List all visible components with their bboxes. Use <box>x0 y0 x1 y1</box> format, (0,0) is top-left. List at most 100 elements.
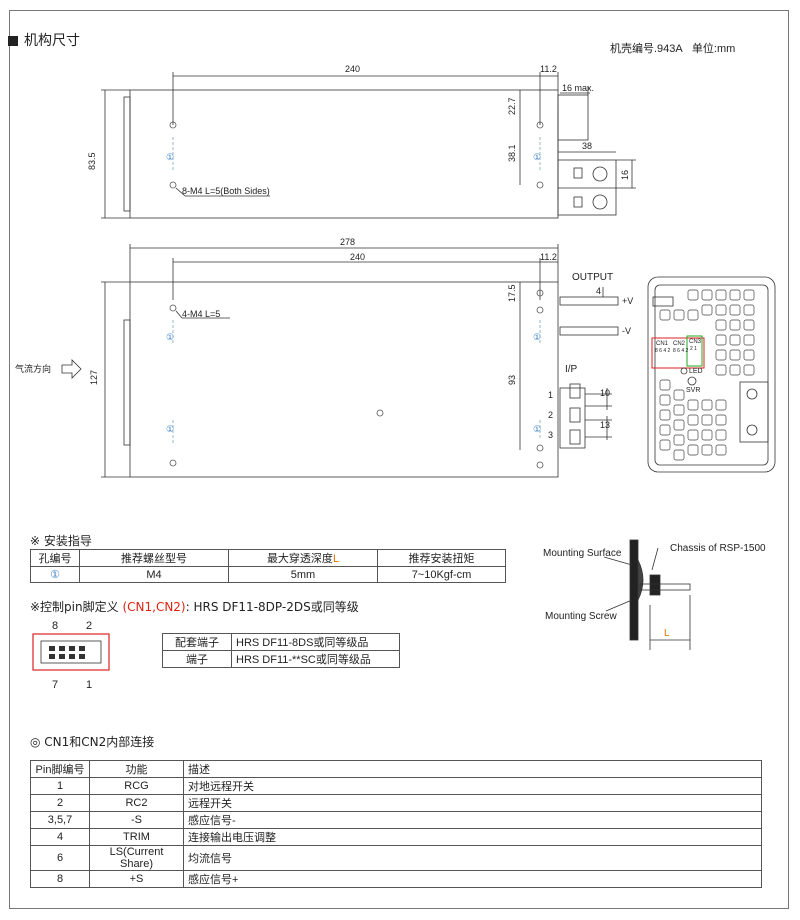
terminal-label: 端子 <box>162 650 232 668</box>
terminal-label: 配套端子 <box>162 633 232 651</box>
mount-cell-torque: 7~10Kgf-cm <box>377 566 506 583</box>
conn-header-desc: 描述 <box>183 760 762 778</box>
conn-cell-pin: 3,5,7 <box>30 811 90 829</box>
top-dim-11-2: 11.2 <box>540 64 557 74</box>
square-bullet-icon <box>8 36 18 46</box>
connection-title: ◎ CN1和CN2内部连接 <box>30 735 155 749</box>
mount-guide-title: ※ 安装指导 <box>30 534 92 548</box>
conn-cell-pin: 4 <box>30 828 90 846</box>
mount-header-screw: 推荐螺丝型号 <box>79 549 229 567</box>
conn-cell-function: LS(Current Share) <box>89 845 184 871</box>
mounting-screw-label: Mounting Screw <box>545 611 617 622</box>
bottom-hole-mark-2: ① <box>166 424 174 434</box>
mounting-surface-label: Mounting Surface <box>543 548 622 559</box>
bottom-dim-93: 93 <box>507 375 517 385</box>
led-label: LED <box>689 368 703 375</box>
conn-cell-pin: 1 <box>30 777 90 795</box>
ip-pin-3: 3 <box>548 430 553 440</box>
ip-pin-2: 2 <box>548 410 553 420</box>
bottom-dim-240: 240 <box>350 252 365 262</box>
conn-cell-pin: 6 <box>30 845 90 871</box>
mount-header-torque: 推荐安装扭矩 <box>377 549 506 567</box>
top-screw-note: 8-M4 L=5(Both Sides) <box>182 186 270 196</box>
connector-pin-7: 7 <box>52 679 58 691</box>
mount-cell-depth: 5mm <box>228 566 378 583</box>
bottom-dim-127: 127 <box>89 370 99 385</box>
top-dim-16max: 16 max. <box>562 83 594 93</box>
conn-cell-function: -S <box>89 811 184 829</box>
connector-pin-8: 8 <box>52 620 58 632</box>
cn1-pins: 8 6 4 2 <box>655 348 671 354</box>
mount-cell-hole: ① <box>30 566 80 583</box>
section-title-text: 机构尺寸 <box>24 33 80 49</box>
cn1-label: CN1 <box>656 341 669 347</box>
plus-v-label: +V <box>622 296 633 306</box>
conn-cell-desc: 连接输出电压调整 <box>183 828 762 846</box>
cn2-pins: 8 6 4 2 <box>673 348 689 354</box>
bottom-screw-note: 4-M4 L=5 <box>182 309 220 319</box>
conn-cell-pin: 8 <box>30 870 90 888</box>
control-pin-title-highlight: (CN1,CN2) <box>122 600 186 614</box>
bottom-dim-17-5: 17.5 <box>507 284 517 302</box>
chassis-label: Chassis of RSP-1500 <box>670 543 766 554</box>
conn-cell-function: RCG <box>89 777 184 795</box>
connector-pin-1: 1 <box>86 679 92 691</box>
terminal-value: HRS DF11-8DS或同等级品 <box>231 633 400 651</box>
cn3-label: CN3 <box>689 339 702 345</box>
section-title: 机构尺寸 <box>8 30 80 50</box>
page-frame <box>9 10 789 909</box>
top-dim-22-7: 22.7 <box>507 97 517 115</box>
ip-pin-1: 1 <box>548 390 553 400</box>
conn-header-function: 功能 <box>89 760 184 778</box>
unit-label: 单位:mm <box>691 43 736 55</box>
connection-table: Pin脚编号 功能 描述 1 RCG 对地远程开关 2 RC2 远程开关 3,5… <box>30 760 762 888</box>
conn-header-pin: Pin脚编号 <box>30 760 90 778</box>
bottom-hole-mark-1: ① <box>166 332 174 342</box>
mount-header-depth-l: L <box>332 553 340 565</box>
terminal-row: 端子 HRS DF11-**SC或同等级品 <box>162 650 400 668</box>
cn3-pins: 2 1 <box>690 346 697 352</box>
conn-cell-desc: 感应信号- <box>183 811 762 829</box>
mount-l-label: L <box>664 628 670 639</box>
minus-v-label: -V <box>622 326 631 336</box>
conn-cell-desc: 远程开关 <box>183 794 762 812</box>
bottom-dim-4: 4 <box>596 286 601 296</box>
top-dim-38-1: 38.1 <box>507 144 517 162</box>
top-dim-38: 38 <box>582 141 592 151</box>
control-pin-title-suffix: : HRS DF11-8DP-2DS或同等级 <box>185 600 359 614</box>
top-hole-mark-right: ① <box>533 152 541 162</box>
bottom-dim-13: 13 <box>600 420 610 430</box>
conn-cell-desc: 均流信号 <box>183 845 762 871</box>
mount-header-depth-text: 最大穿透深度 <box>266 553 333 565</box>
airflow-label: 气流方向 <box>15 363 51 374</box>
bottom-hole-mark-3: ① <box>533 332 541 342</box>
mount-header-depth: 最大穿透深度L <box>228 549 378 567</box>
conn-cell-desc: 对地远程开关 <box>183 777 762 795</box>
terminal-value: HRS DF11-**SC或同等级品 <box>231 650 400 668</box>
terminal-table: 配套端子 HRS DF11-8DS或同等级品 端子 HRS DF11-**SC或… <box>162 633 400 668</box>
mount-header-hole: 孔编号 <box>30 549 80 567</box>
table-row: 1 RCG 对地远程开关 <box>30 777 762 795</box>
table-row: 8 +S 感应信号+ <box>30 870 762 888</box>
top-view-body <box>129 89 559 219</box>
table-row: 3,5,7 -S 感应信号- <box>30 811 762 829</box>
svr-label: SVR <box>686 387 700 394</box>
control-pin-title: ※控制pin脚定义 (CN1,CN2): HRS DF11-8DP-2DS或同等… <box>30 598 359 615</box>
terminal-row: 配套端子 HRS DF11-8DS或同等级品 <box>162 633 400 651</box>
output-label: OUTPUT <box>572 272 613 283</box>
case-number: 机壳编号.943A <box>610 43 683 55</box>
bottom-dim-11-2: 11.2 <box>540 252 557 262</box>
conn-cell-pin: 2 <box>30 794 90 812</box>
table-row: 4 TRIM 连接输出电压调整 <box>30 828 762 846</box>
control-pin-title-prefix: ※控制pin脚定义 <box>30 600 119 614</box>
conn-cell-function: +S <box>89 870 184 888</box>
case-info: 机壳编号.943A 单位:mm <box>610 40 735 56</box>
conn-cell-desc: 感应信号+ <box>183 870 762 888</box>
bottom-dim-10: 10 <box>600 388 610 398</box>
table-row: 2 RC2 远程开关 <box>30 794 762 812</box>
connector-pin-2: 2 <box>86 620 92 632</box>
top-dim-83-5: 83.5 <box>87 152 97 170</box>
ip-label: I/P <box>565 364 578 375</box>
table-row: 6 LS(Current Share) 均流信号 <box>30 845 762 871</box>
